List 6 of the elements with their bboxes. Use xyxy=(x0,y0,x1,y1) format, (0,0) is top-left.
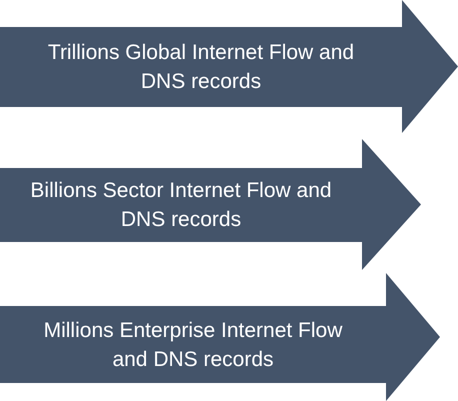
arrow-label: Billions Sector Internet Flow and DNS records xyxy=(29,178,333,234)
arrow-shape xyxy=(0,0,458,133)
arrow-shape xyxy=(0,139,421,270)
arrow-shape xyxy=(0,273,440,401)
arrow-label: Trillions Global Internet Flow and DNS records xyxy=(46,40,356,96)
arrow-label: Millions Enterprise Internet Flow and DNS records xyxy=(42,318,344,373)
